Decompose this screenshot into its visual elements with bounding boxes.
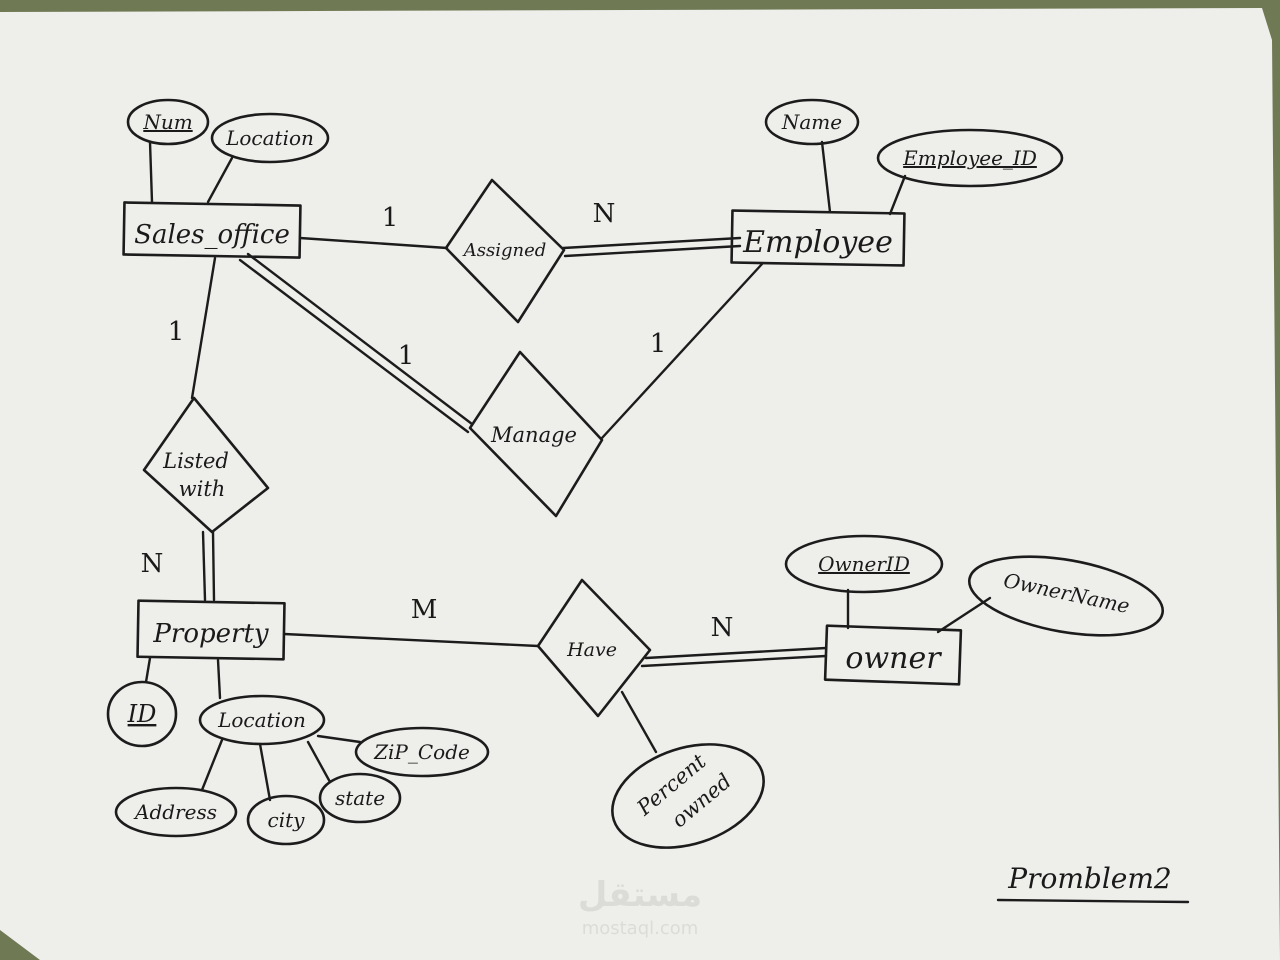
caption-underline bbox=[996, 898, 1190, 904]
entity-owner: owner bbox=[823, 624, 963, 686]
line-sales-manage-a bbox=[246, 252, 474, 426]
line-listed-property-a bbox=[201, 530, 207, 602]
line-employee-id bbox=[888, 174, 907, 216]
line-zip bbox=[316, 734, 362, 744]
caption-label: Promblem2 bbox=[1007, 862, 1171, 895]
relationship-manage-label: Manage bbox=[490, 423, 577, 447]
attribute-name: Name bbox=[764, 98, 860, 146]
relationship-have: Have bbox=[536, 578, 652, 718]
attribute-employee-id: Employee_ID bbox=[876, 128, 1064, 188]
line-have-owner-a bbox=[644, 646, 828, 660]
attribute-address: Address bbox=[114, 786, 238, 838]
attribute-owner-id: OwnerID bbox=[784, 534, 944, 594]
cardinality-assigned-employee: N bbox=[593, 199, 616, 229]
attribute-state-label: state bbox=[335, 786, 385, 810]
attribute-address-label: Address bbox=[133, 800, 217, 824]
attribute-id: ID bbox=[106, 680, 178, 748]
line-name bbox=[820, 140, 832, 214]
attribute-city: city bbox=[246, 794, 326, 846]
line-have-owner-b bbox=[640, 654, 828, 668]
attribute-id-label: ID bbox=[127, 700, 157, 728]
line-manage-employee bbox=[600, 262, 764, 440]
cardinality-have-owner: N bbox=[711, 613, 734, 643]
cardinality-have-property: M bbox=[411, 595, 438, 625]
entity-property: Property bbox=[136, 599, 286, 661]
attribute-zip-code: ZiP_Code bbox=[354, 726, 490, 778]
line-city bbox=[258, 742, 272, 802]
line-sales-assigned bbox=[298, 236, 449, 250]
attribute-property-location-label: Location bbox=[217, 708, 306, 732]
attribute-num: Num bbox=[126, 98, 210, 146]
cardinality-listed-sales: 1 bbox=[168, 317, 185, 347]
line-property-have bbox=[282, 632, 540, 648]
entity-sales-office-label: Sales_office bbox=[134, 220, 290, 250]
line-sales-location bbox=[206, 156, 234, 204]
line-assigned-employee-b bbox=[563, 244, 742, 258]
line-have-percent bbox=[620, 690, 658, 754]
attribute-sales-location-label: Location bbox=[225, 126, 314, 150]
cardinality-listed-property: N bbox=[141, 549, 164, 579]
line-sales-listed bbox=[190, 256, 217, 400]
line-address bbox=[200, 738, 224, 792]
attribute-employee-id-label: Employee_ID bbox=[902, 146, 1037, 170]
attribute-sales-location: Location bbox=[210, 112, 330, 164]
attribute-property-location: Location bbox=[198, 694, 326, 746]
entity-employee-label: Employee bbox=[742, 225, 893, 260]
line-owner-name bbox=[936, 596, 992, 634]
relationship-listed-with-label-2: with bbox=[179, 477, 226, 501]
line-listed-property-b bbox=[211, 530, 216, 602]
cardinality-manage-employee: 1 bbox=[650, 329, 667, 359]
attribute-owner-id-label: OwnerID bbox=[818, 552, 910, 576]
line-prop-location bbox=[216, 658, 222, 700]
paper-sheet-surface bbox=[0, 8, 1280, 960]
watermark-url: mostaql.com bbox=[582, 918, 699, 939]
watermark-brand: مستقل bbox=[578, 875, 702, 915]
attribute-city-label: city bbox=[268, 808, 306, 832]
line-state bbox=[306, 740, 332, 784]
attribute-num-label: Num bbox=[142, 110, 192, 134]
line-num bbox=[148, 140, 154, 204]
attribute-state: state bbox=[318, 772, 402, 824]
relationship-listed-with: Listed with bbox=[142, 396, 270, 534]
attribute-zip-code-label: ZiP_Code bbox=[373, 740, 470, 764]
entity-employee: Employee bbox=[730, 209, 906, 267]
relationship-have-label: Have bbox=[566, 639, 617, 661]
cardinality-assigned-sales: 1 bbox=[382, 203, 399, 233]
relationship-assigned-label: Assigned bbox=[462, 240, 547, 261]
entity-sales-office: Sales_office bbox=[122, 201, 302, 259]
watermark: مستقل mostaql.com bbox=[578, 875, 702, 939]
line-id bbox=[144, 656, 152, 684]
relationship-assigned: Assigned bbox=[444, 178, 566, 324]
entity-owner-label: owner bbox=[845, 641, 942, 676]
attribute-name-label: Name bbox=[781, 110, 842, 134]
cardinality-manage-sales: 1 bbox=[398, 341, 415, 371]
relationship-listed-with-label-1: Listed bbox=[162, 449, 229, 473]
entity-property-label: Property bbox=[152, 619, 268, 649]
relationship-manage: Manage bbox=[468, 350, 604, 518]
caption: Promblem2 bbox=[996, 862, 1190, 904]
line-sales-manage-b bbox=[238, 258, 470, 434]
line-assigned-employee-a bbox=[561, 236, 742, 250]
